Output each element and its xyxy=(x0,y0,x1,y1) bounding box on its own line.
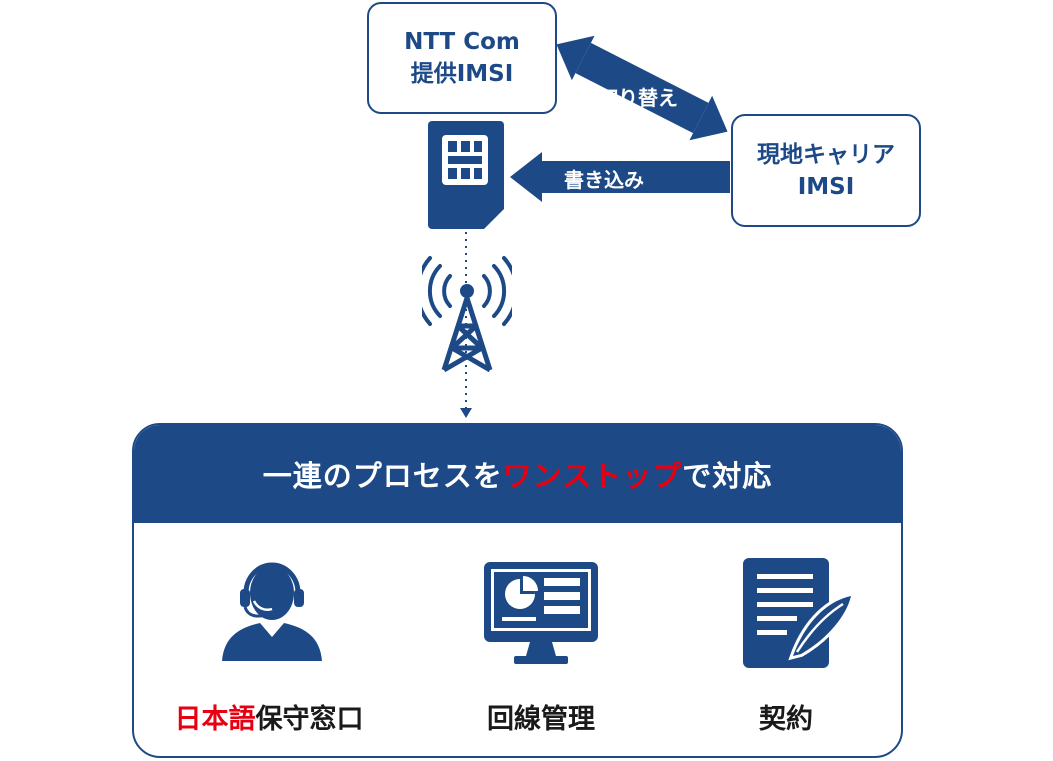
local-box-line1: 現地キャリア xyxy=(757,141,895,168)
ntt-box-line2: 提供IMSI xyxy=(410,61,514,87)
local-carrier-imsi-box: 現地キャリア IMSI xyxy=(731,114,921,227)
service-support-text: 保守窓口 xyxy=(255,704,364,735)
cell-tower-icon xyxy=(422,256,512,373)
panel-title-suffix: で対応 xyxy=(682,459,773,493)
ntt-box-line1: NTT Com xyxy=(404,29,520,55)
switch-label: 切り替え xyxy=(598,86,678,110)
panel-title-prefix: 一連のプロセスを xyxy=(262,459,503,493)
service-support-label: 日本語保守窓口 xyxy=(149,697,389,736)
local-box-line2: IMSI xyxy=(797,173,855,200)
monitor-dashboard-icon xyxy=(484,562,598,664)
ntt-com-imsi-box: NTT Com 提供IMSI xyxy=(367,2,557,114)
headset-operator-icon xyxy=(222,562,322,661)
write-label: 書き込み xyxy=(564,168,644,192)
service-contract-label: 契約 xyxy=(759,704,813,735)
contract-document-icon xyxy=(743,558,853,668)
service-support-highlight: 日本語 xyxy=(174,704,256,735)
sim-card-icon xyxy=(428,121,504,229)
panel-title: 一連のプロセスを ワンストップ で対応 xyxy=(134,425,901,523)
panel-title-highlight: ワンストップ xyxy=(502,459,683,493)
service-line-management-label: 回線管理 xyxy=(487,704,595,735)
